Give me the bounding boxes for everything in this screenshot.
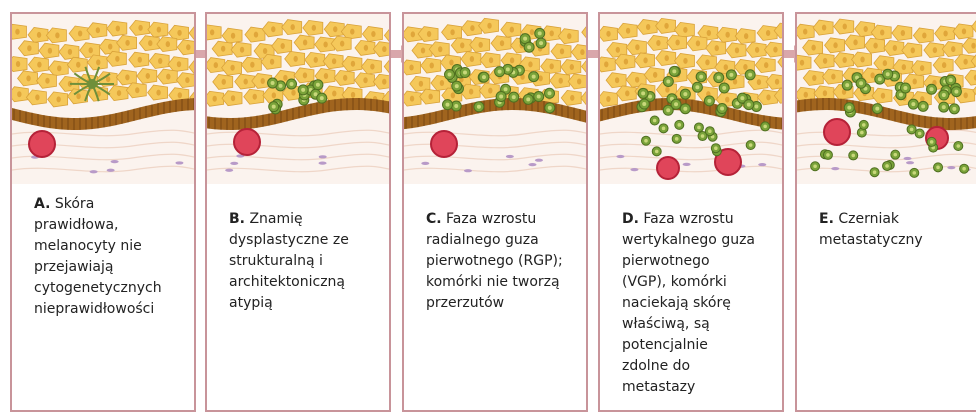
stage-caption-line: melanocyty nie xyxy=(34,238,142,254)
stage-panel-a: A. Skóra prawidłowa, melanocyty nie przejaw… xyxy=(10,12,196,412)
stage-caption-line: wertykalnego guza xyxy=(622,232,755,248)
stage-panel-d: D. Faza wzrostu wertykalnego guza pierwotn… xyxy=(598,12,784,412)
stage-caption-line: prawidłowa, xyxy=(34,217,118,233)
skin-illustration xyxy=(12,14,196,184)
stage-caption-line: właściwą, są xyxy=(622,316,710,332)
stage-caption: B. Znamię dysplastyczne ze strukturalną i a… xyxy=(229,209,379,314)
stage-caption-line: atypią xyxy=(229,295,273,311)
stage-caption-line: Skóra xyxy=(50,196,94,212)
stage-letter: E. xyxy=(819,211,834,227)
stage-caption: C. Faza wzrostu radialnego guza pierwotneg… xyxy=(426,209,576,314)
stage-letter: C. xyxy=(426,211,442,227)
stage-caption-line: metastazy xyxy=(622,379,695,395)
stage-caption-line: nieprawidłowości xyxy=(34,301,154,317)
stage-letter: D. xyxy=(622,211,639,227)
stage-caption-line: potencjalnie xyxy=(622,337,708,353)
stage-caption-line: Znamię xyxy=(245,211,303,227)
stage-letter: B. xyxy=(229,211,245,227)
stage-caption-line: radialnego guza xyxy=(426,232,539,248)
stage-caption-line: Faza wzrostu xyxy=(639,211,734,227)
stage-caption-line: pierwotnego xyxy=(622,253,710,269)
stage-caption-line: architektoniczną xyxy=(229,274,345,290)
stage-caption: E. Czerniak metastatyczny xyxy=(819,209,969,251)
stage-caption: D. Faza wzrostu wertykalnego guza pierwotn… xyxy=(622,209,772,398)
stage-caption-line: (VGP), komórki xyxy=(622,274,727,290)
stage-panel-b: B. Znamię dysplastyczne ze strukturalną i a… xyxy=(205,12,391,412)
stage-caption-line: komórki nie tworzą xyxy=(426,274,560,290)
stage-caption-line: zdolne do xyxy=(622,358,690,374)
skin-illustration xyxy=(404,14,588,184)
skin-illustration xyxy=(207,14,391,184)
stage-caption-line: przerzutów xyxy=(426,295,504,311)
stage-caption-line: Faza wzrostu xyxy=(442,211,537,227)
stage-caption-line: cytogenetycznych xyxy=(34,280,162,296)
skin-illustration xyxy=(797,14,976,184)
stage-caption-line: naciekają skórę xyxy=(622,295,731,311)
stage-caption: A. Skóra prawidłowa, melanocyty nie przejaw… xyxy=(34,194,184,320)
stage-letter: A. xyxy=(34,196,50,212)
stage-caption-line: metastatyczny xyxy=(819,232,923,248)
stage-caption-line: dysplastyczne ze xyxy=(229,232,349,248)
stage-panel-e: E. Czerniak metastatyczny xyxy=(795,12,976,412)
stage-caption-line: pierwotnego (RGP); xyxy=(426,253,563,269)
stage-caption-line: strukturalną i xyxy=(229,253,323,269)
skin-illustration xyxy=(600,14,784,184)
stage-caption-line: przejawiają xyxy=(34,259,113,275)
stage-caption-line: Czerniak xyxy=(834,211,899,227)
stage-panel-c: C. Faza wzrostu radialnego guza pierwotneg… xyxy=(402,12,588,412)
